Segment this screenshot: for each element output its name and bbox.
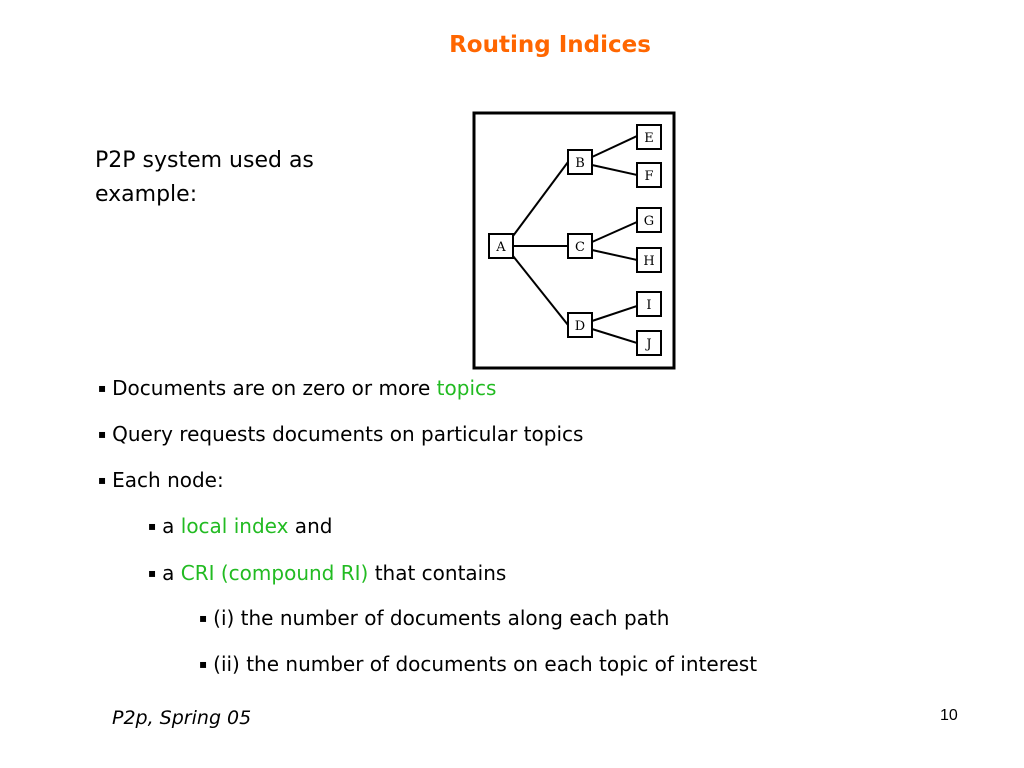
node-f [636, 162, 662, 188]
node-a-label: A [495, 240, 506, 255]
node-h-label: H [643, 254, 654, 269]
node-e [636, 124, 662, 150]
node-b-label: B [575, 156, 585, 171]
bullet-square-icon: ▪ [98, 473, 107, 487]
bullet-text: (ii) the number of documents on each top… [213, 652, 758, 676]
node-j [636, 330, 662, 356]
bullet-text: (i) the number of documents along each p… [213, 606, 670, 630]
node-h [636, 247, 662, 273]
bullet-suffix: and [288, 514, 333, 538]
bullet-square-icon: ▪ [148, 566, 157, 580]
edge-a-d [512, 255, 569, 326]
intro-text: P2P system used as example: [95, 148, 314, 207]
node-i-label: I [646, 298, 651, 313]
bullet-text: Query requests documents on particular t… [112, 422, 584, 446]
bullet-item-7: ▪ (ii) the number of documents on each to… [199, 652, 757, 679]
bullet-square-icon: ▪ [98, 381, 107, 395]
footer-course-label: P2p, Spring 05 [112, 707, 252, 729]
bullet-item-5: ▪ a CRI (compound RI) that contains [148, 561, 506, 588]
node-f-label: F [644, 169, 653, 184]
bullet-text: Documents are on zero or more [112, 376, 437, 400]
node-b [567, 149, 593, 175]
bullet-highlight: topics [436, 376, 497, 400]
edge-d-j [591, 328, 638, 344]
page-number: 10 [940, 707, 958, 724]
edge-b-f [591, 164, 638, 176]
bullet-highlight: CRI (compound RI) [180, 561, 369, 585]
bullet-prefix: a [162, 561, 181, 585]
bullet-square-icon: ▪ [199, 657, 208, 671]
bullet-item-6: ▪ (i) the number of documents along each … [199, 606, 669, 633]
slide-title: Routing Indices [449, 32, 651, 58]
bullet-suffix: that contains [368, 561, 507, 585]
edge-d-i [591, 305, 638, 322]
node-d [567, 312, 593, 338]
edge-c-g [591, 221, 638, 243]
node-g-label: G [644, 214, 654, 229]
bullet-square-icon: ▪ [98, 427, 107, 441]
node-e-label: E [644, 131, 654, 146]
node-d-label: D [575, 319, 585, 334]
node-a [488, 233, 514, 259]
edge-b-e [591, 135, 638, 158]
network-tree-diagram: A B C D E F G H I J [471, 111, 677, 370]
node-i [636, 291, 662, 317]
node-g [636, 207, 662, 233]
edge-a-b [512, 161, 569, 237]
bullet-item-3: ▪ Each node: [98, 468, 224, 495]
bullet-prefix: a [162, 514, 181, 538]
node-j-label: J [644, 337, 651, 352]
node-c-label: C [575, 240, 585, 255]
bullet-text: Each node: [112, 468, 224, 492]
tree-svg: A B C D E F G H I J [472, 111, 676, 370]
bullet-item-2: ▪ Query requests documents on particular … [98, 422, 583, 449]
bullet-item-1: ▪ Documents are on zero or more topics [98, 376, 496, 403]
bullet-square-icon: ▪ [199, 611, 208, 625]
bullet-item-4: ▪ a local index and [148, 514, 332, 541]
bullet-highlight: local index [180, 514, 289, 538]
node-c [567, 233, 593, 259]
edge-c-h [591, 249, 638, 261]
bullet-square-icon: ▪ [148, 519, 157, 533]
